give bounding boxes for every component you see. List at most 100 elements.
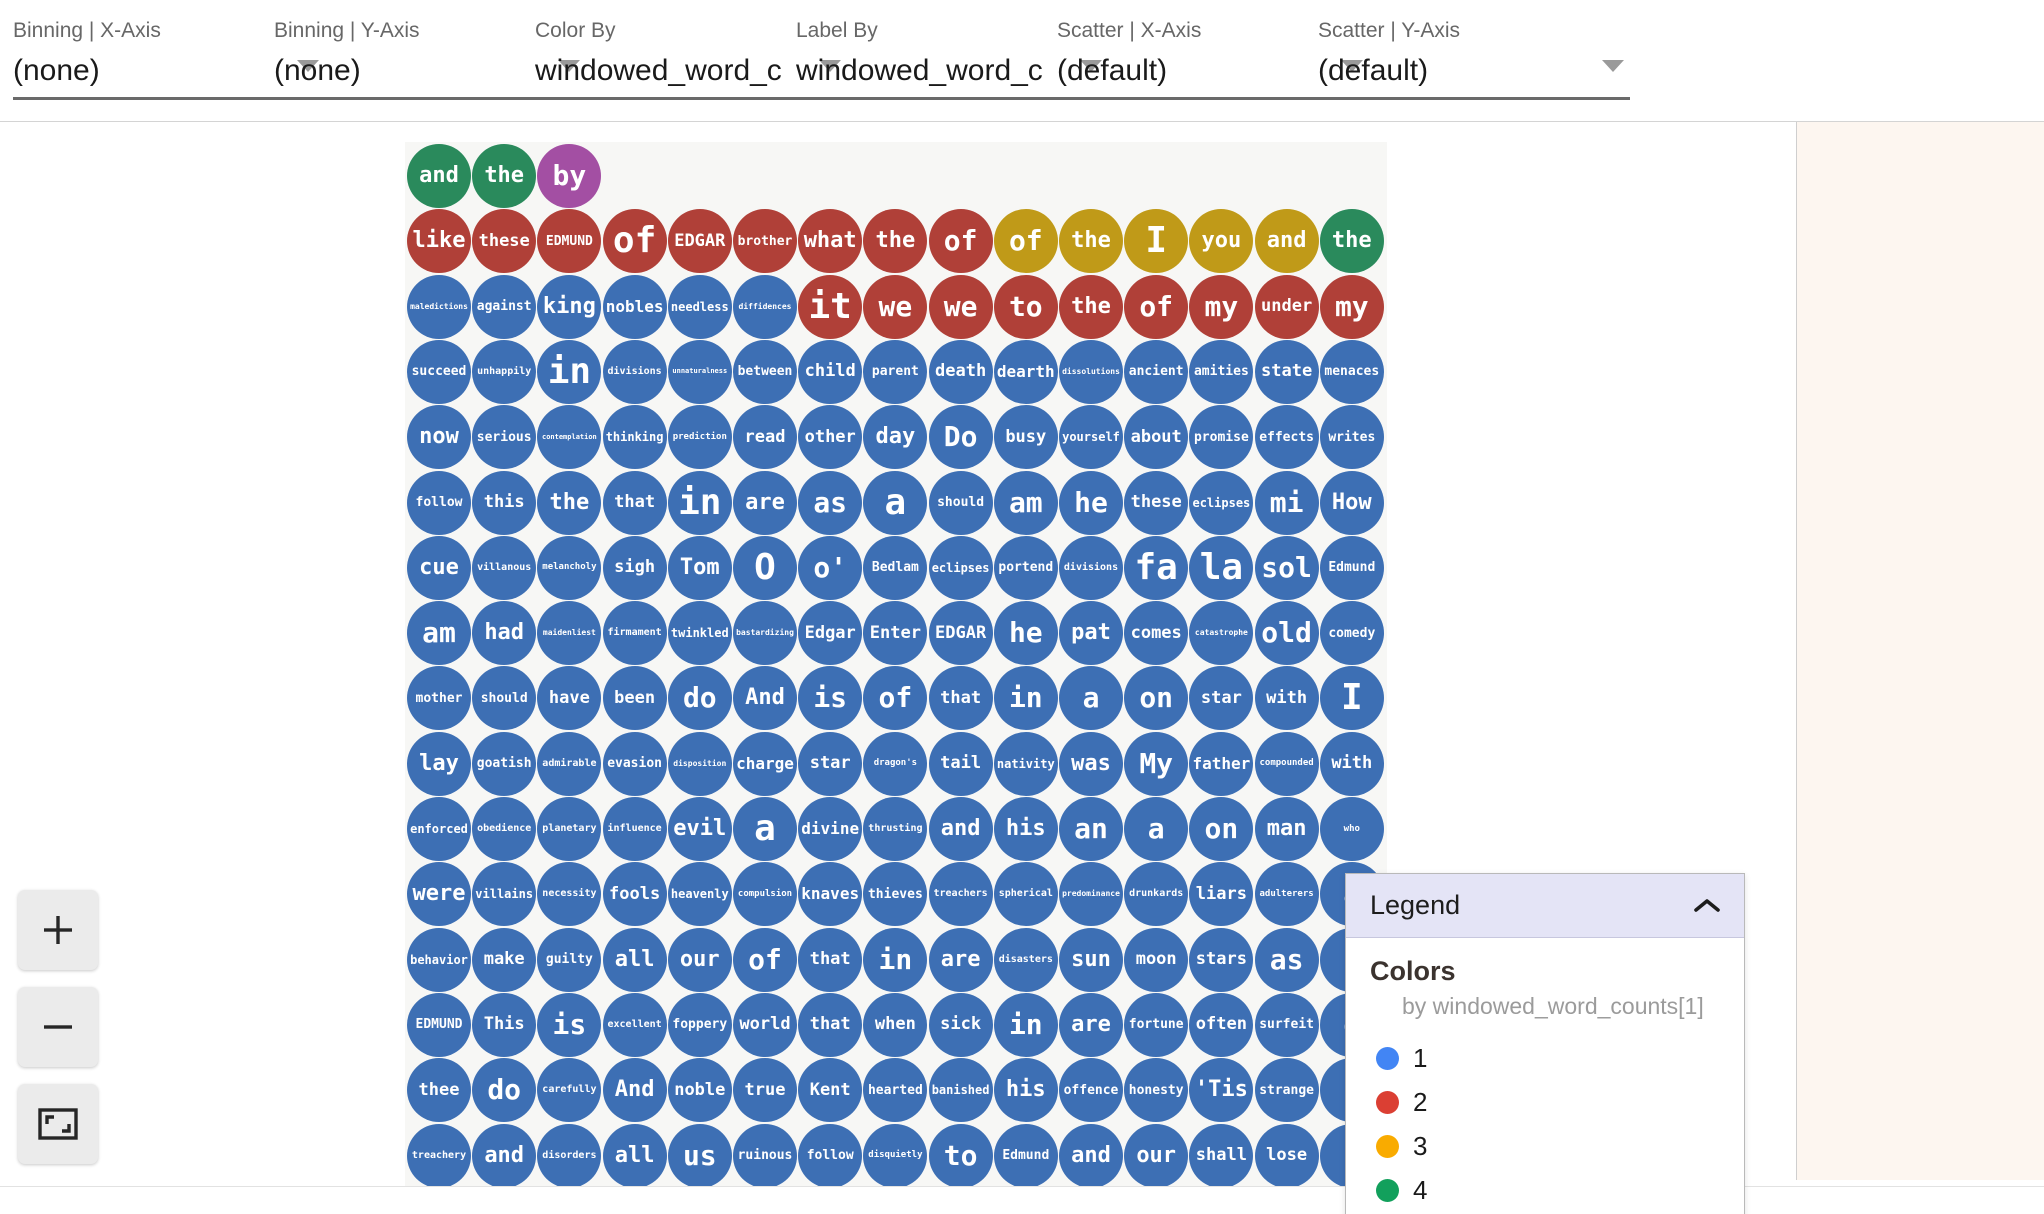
bubble-point[interactable]: as	[798, 470, 863, 535]
bubble-point[interactable]: that	[798, 992, 863, 1057]
bubble-point[interactable]: in	[537, 339, 602, 404]
bubble-point[interactable]: evasion	[602, 731, 667, 796]
bubble-point[interactable]: you	[1189, 209, 1254, 274]
bubble-point[interactable]: divine	[798, 797, 863, 861]
bubble-point[interactable]: his	[993, 797, 1058, 861]
bubble-point[interactable]: thrusting	[863, 797, 928, 861]
bubble-point[interactable]: sol	[1254, 535, 1319, 600]
bubble-point[interactable]: and	[407, 144, 471, 208]
bubble-point[interactable]: in	[993, 992, 1058, 1057]
bubble-point[interactable]: he	[993, 601, 1058, 666]
bubble-point[interactable]: EDMUND	[407, 992, 471, 1057]
bubble-point[interactable]: sick	[928, 992, 993, 1057]
bubble-point[interactable]: on	[1189, 797, 1254, 861]
bubble-point[interactable]: planetary	[537, 797, 602, 861]
bubble-point[interactable]: state	[1254, 339, 1319, 404]
bubble-point[interactable]: we	[863, 274, 928, 339]
bubble-point[interactable]: day	[863, 405, 928, 470]
bubble-point[interactable]: effects	[1254, 405, 1319, 470]
bubble-point[interactable]: dragon's	[863, 731, 928, 796]
bubble-point[interactable]: is	[537, 992, 602, 1057]
bubble-point[interactable]: And	[733, 666, 797, 731]
bubble-point[interactable]: o'	[798, 535, 863, 600]
bubble-point[interactable]: that	[928, 666, 993, 731]
bubble-point[interactable]: with	[1319, 731, 1384, 796]
bubble-point[interactable]: old	[1254, 601, 1319, 666]
bubble-point[interactable]: king	[537, 274, 602, 339]
bubble-point[interactable]: nobles	[602, 274, 667, 339]
bubble-point[interactable]: follow	[407, 470, 471, 535]
bubble-point[interactable]: portend	[993, 535, 1058, 600]
bubble-point[interactable]: knaves	[798, 862, 863, 927]
bubble-point[interactable]: our	[667, 927, 732, 992]
bubble-point[interactable]: Edgar	[798, 601, 863, 666]
bubble-point[interactable]: banished	[928, 1058, 993, 1123]
bubble-point[interactable]: la	[1189, 535, 1254, 600]
bubble-point[interactable]: spherical	[993, 862, 1058, 927]
bubble-point[interactable]: pat	[1059, 601, 1123, 666]
bubble-point[interactable]: foppery	[667, 992, 732, 1057]
bubble-point[interactable]: My	[1124, 731, 1189, 796]
bubble-point[interactable]: all	[602, 1123, 667, 1188]
bubble-point[interactable]: of	[928, 209, 993, 274]
bubble-point[interactable]: are	[928, 927, 993, 992]
bubble-point[interactable]: hearted	[863, 1058, 928, 1123]
bubble-point[interactable]: an	[1059, 797, 1123, 861]
bubble-point[interactable]: unhappily	[472, 339, 537, 404]
bubble-point[interactable]: brother	[733, 209, 797, 274]
bubble-point[interactable]: And	[602, 1058, 667, 1123]
bubble-point[interactable]: the	[472, 144, 537, 208]
bubble-point[interactable]: eclipses	[1189, 470, 1254, 535]
bubble-point[interactable]: guilty	[537, 927, 602, 992]
bubble-point[interactable]: Edmund	[993, 1123, 1058, 1188]
bubble-point[interactable]: a	[733, 797, 797, 861]
label-by-select[interactable]: windowed_word_c	[796, 50, 1108, 100]
bubble-point[interactable]: true	[733, 1058, 797, 1123]
chevron-down-icon[interactable]	[819, 60, 841, 72]
bubble-point[interactable]: EDGAR	[667, 209, 732, 274]
bubble-point[interactable]: carefully	[537, 1058, 602, 1123]
bubble-point[interactable]: in	[993, 666, 1058, 731]
bubble-point[interactable]: are	[733, 470, 797, 535]
bubble-point[interactable]: against	[472, 274, 537, 339]
bubble-point[interactable]: divisions	[602, 339, 667, 404]
bubble-point[interactable]: comes	[1124, 601, 1189, 666]
bubble-point[interactable]: do	[667, 666, 732, 731]
bubble-point[interactable]: disquietly	[863, 1123, 928, 1188]
bubble-point[interactable]: drunkards	[1124, 862, 1189, 927]
bubble-point[interactable]: should	[928, 470, 993, 535]
bubble-point[interactable]: I	[1124, 209, 1189, 274]
bubble-point[interactable]: maidenliest	[537, 601, 602, 666]
bubble-point[interactable]: child	[798, 339, 863, 404]
bubble-point[interactable]: read	[733, 405, 797, 470]
bubble-point[interactable]: stars	[1189, 927, 1254, 992]
bubble-point[interactable]: Do	[928, 405, 993, 470]
bubble-point[interactable]: disposition	[667, 731, 732, 796]
bubble-point[interactable]: is	[798, 666, 863, 731]
bubble-point[interactable]: fools	[602, 862, 667, 927]
bubble-point[interactable]: ancient	[1124, 339, 1189, 404]
bubble-point[interactable]: follow	[798, 1123, 863, 1188]
bubble-point[interactable]: thinking	[602, 405, 667, 470]
bubble-point[interactable]: maledictions	[407, 274, 471, 339]
bubble-point[interactable]: amities	[1189, 339, 1254, 404]
bubble-point[interactable]: the	[1059, 209, 1123, 274]
chevron-down-icon[interactable]	[297, 60, 319, 72]
bubble-point[interactable]: what	[798, 209, 863, 274]
bubble-point[interactable]: EDGAR	[928, 601, 993, 666]
bubble-point[interactable]: am	[407, 601, 471, 666]
bubble-point[interactable]: needless	[667, 274, 732, 339]
bubble-point[interactable]: influence	[602, 797, 667, 861]
bubble-point[interactable]: fa	[1124, 535, 1189, 600]
bubble-point[interactable]: star	[1189, 666, 1254, 731]
chevron-down-icon[interactable]	[1080, 60, 1102, 72]
bubble-point[interactable]: villains	[472, 862, 537, 927]
bubble-point[interactable]: who	[1319, 797, 1384, 861]
chevron-up-icon[interactable]	[1692, 896, 1722, 916]
bubble-point[interactable]: tail	[928, 731, 993, 796]
bubble-point[interactable]: with	[1254, 666, 1319, 731]
bubble-point[interactable]: disasters	[993, 927, 1058, 992]
bubble-point[interactable]: the	[537, 470, 602, 535]
bubble-point[interactable]: man	[1254, 797, 1319, 861]
